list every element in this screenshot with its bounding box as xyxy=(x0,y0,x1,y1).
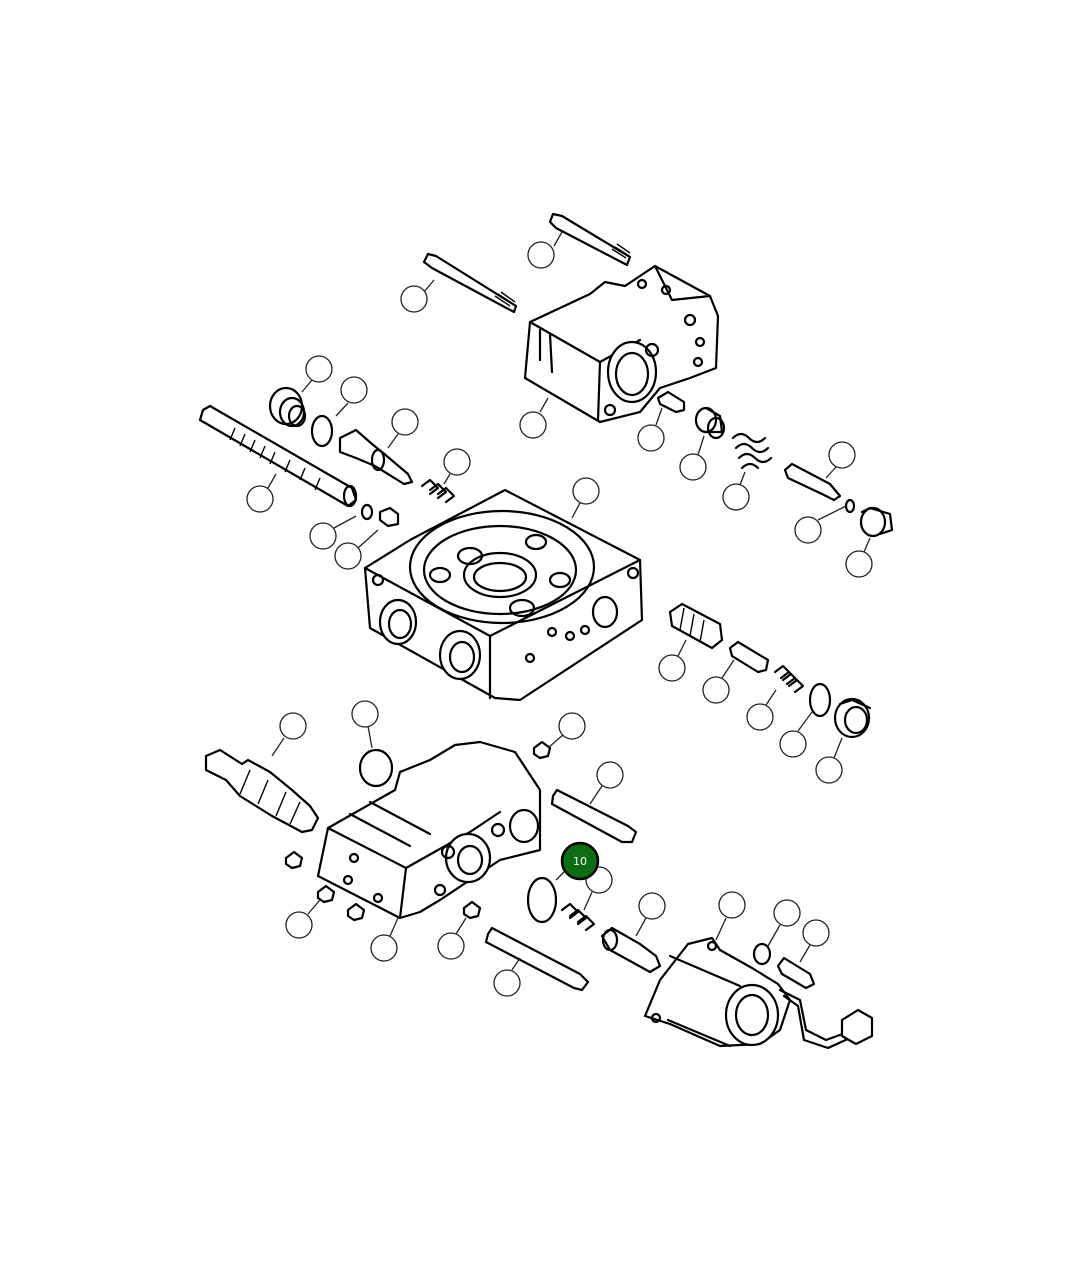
callout-3[interactable] xyxy=(519,397,549,439)
pin-right xyxy=(783,462,842,502)
callout-2[interactable] xyxy=(400,279,435,313)
callout-30[interactable] xyxy=(715,891,746,941)
spring-part-10 xyxy=(560,902,596,932)
pin-lower-right xyxy=(728,640,770,674)
o-ring-right-small xyxy=(844,498,856,514)
o-ring-small xyxy=(360,503,374,521)
callout-1[interactable] xyxy=(527,231,563,269)
callout-33[interactable] xyxy=(285,899,321,939)
callout-13[interactable] xyxy=(637,407,665,452)
callout-7[interactable] xyxy=(443,448,471,485)
callout-14[interactable] xyxy=(679,435,707,481)
callout-24[interactable] xyxy=(271,712,307,757)
callout-15[interactable] xyxy=(722,471,750,511)
solenoid-connector xyxy=(840,1008,874,1046)
callout-11[interactable] xyxy=(334,529,379,570)
main-spool xyxy=(198,404,358,508)
spring-lower-right xyxy=(773,664,805,694)
callout-12[interactable] xyxy=(571,477,600,519)
callout-20[interactable] xyxy=(702,659,735,704)
set-screw-1 xyxy=(532,740,552,760)
set-screw-3 xyxy=(316,884,336,904)
o-ring-lower-right xyxy=(808,682,832,718)
main-valve-body xyxy=(363,488,644,702)
callouts: 10 xyxy=(246,231,873,997)
callout-22[interactable] xyxy=(779,711,813,758)
callout-16[interactable] xyxy=(825,441,856,479)
spring-upper-right xyxy=(731,432,773,470)
solenoid-spool xyxy=(600,926,662,974)
callout-19[interactable] xyxy=(658,639,687,682)
upper-bolt-long xyxy=(422,252,518,314)
callout-10-highlighted[interactable]: 10 xyxy=(555,841,600,881)
callout-26[interactable] xyxy=(547,712,586,749)
callout-10-label: 10 xyxy=(573,855,587,868)
callout-9[interactable] xyxy=(309,515,357,550)
callout-29[interactable] xyxy=(635,892,666,937)
set-screw-2 xyxy=(284,850,304,870)
solenoid-screw xyxy=(776,956,816,990)
plug-small xyxy=(378,506,400,528)
solenoid-wires xyxy=(778,988,852,1050)
callout-6[interactable] xyxy=(387,408,419,449)
plug-upper-left xyxy=(268,386,307,428)
lower-bolt-upper xyxy=(550,788,638,844)
upper-bolt-short xyxy=(548,212,632,267)
o-ring-lower-left xyxy=(358,748,394,788)
spool-lower-right xyxy=(668,602,724,650)
callout-4[interactable] xyxy=(301,355,333,393)
solenoid-coil xyxy=(643,936,792,1048)
callout-34[interactable] xyxy=(370,917,399,962)
lower-bolt-lower xyxy=(484,926,590,992)
callout-32[interactable] xyxy=(799,919,830,963)
plug-screw-upper xyxy=(656,390,686,414)
callout-23[interactable] xyxy=(815,737,843,784)
upper-housing xyxy=(523,264,720,424)
spring-upper-mid xyxy=(420,478,456,504)
callout-27[interactable] xyxy=(589,761,624,805)
plug-lower-right xyxy=(833,697,872,739)
callout-35[interactable] xyxy=(437,917,467,960)
washer xyxy=(752,942,772,966)
callout-31[interactable] xyxy=(767,899,801,947)
callout-18[interactable] xyxy=(845,537,873,578)
callout-8[interactable] xyxy=(246,473,277,513)
pressure-valve-cartridge xyxy=(204,748,320,834)
o-ring-part-10 xyxy=(526,876,558,924)
set-screw-4 xyxy=(346,902,366,922)
callout-25[interactable] xyxy=(351,700,379,749)
callout-36[interactable] xyxy=(493,957,521,997)
lower-valve-body xyxy=(316,740,542,920)
set-screw-5 xyxy=(462,900,482,920)
poppet-upper xyxy=(338,428,414,486)
callout-5[interactable] xyxy=(335,376,368,417)
callout-17[interactable] xyxy=(794,505,847,544)
o-ring-1 xyxy=(310,414,334,448)
callout-21[interactable] xyxy=(746,689,777,731)
sleeve-right xyxy=(859,506,894,538)
seat-sleeve xyxy=(694,406,726,440)
